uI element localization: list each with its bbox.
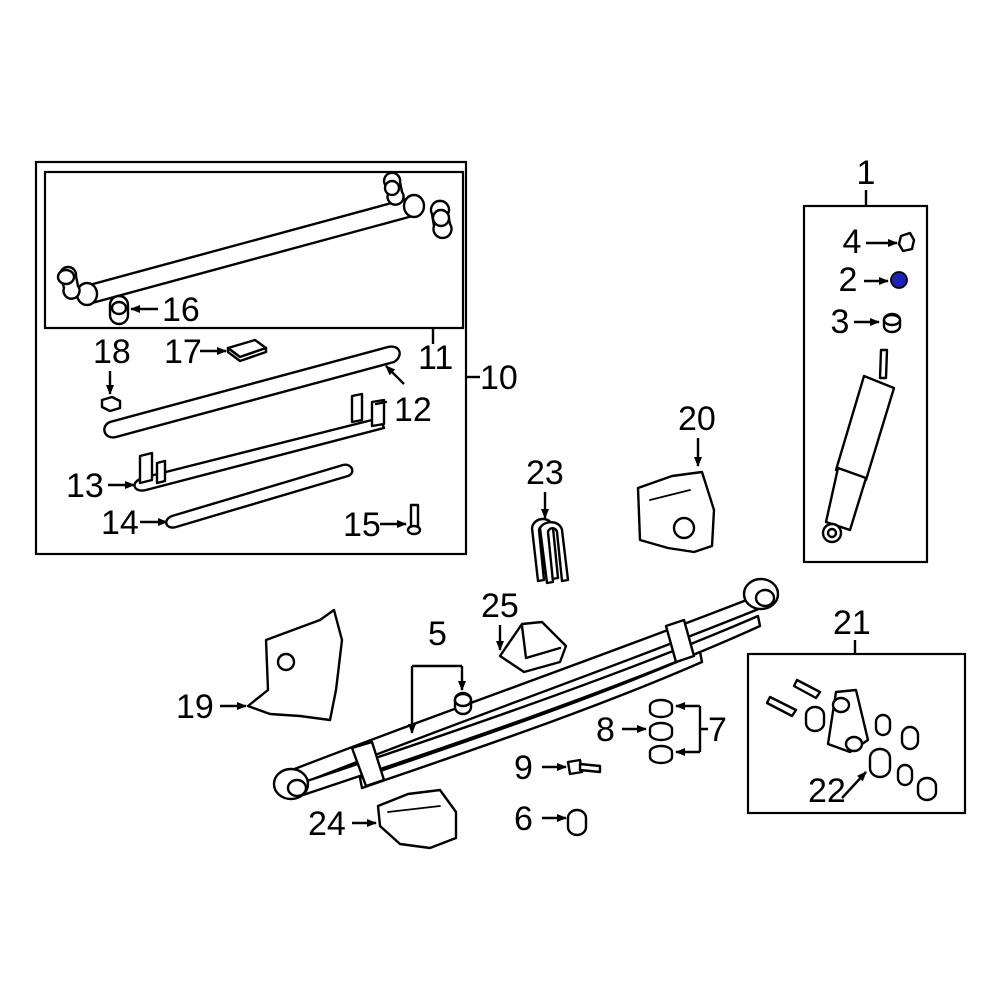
hanger-19 [246,608,344,722]
label-9[interactable]: 9 [514,749,533,787]
label-23[interactable]: 23 [526,454,564,492]
bushing-16 [108,294,130,326]
label-25[interactable]: 25 [481,587,519,625]
label-11[interactable]: 11 [418,339,453,377]
label-8[interactable]: 8 [596,711,615,749]
nut-18 [100,395,122,413]
shackle-kit-frame [746,652,967,815]
bumper-6 [566,808,588,837]
u-bolt-23 [530,517,570,585]
kit-11-frame [43,170,465,330]
pad-17 [226,338,268,363]
label-1[interactable]: 1 [857,154,876,192]
label-17[interactable]: 17 [164,333,202,371]
shock-absorber [821,348,896,544]
arrow-22 [841,771,867,799]
leader-7 [698,706,708,752]
label-18[interactable]: 18 [93,333,131,371]
kit-10-frame [34,160,468,556]
label-15[interactable]: 15 [343,506,381,544]
label-12[interactable]: 12 [394,391,432,429]
seat-24 [376,788,458,850]
bushing-5 [453,691,473,716]
bushing-2 [890,271,908,289]
washers-7-8 [648,698,674,765]
washer-3 [882,312,902,334]
label-3[interactable]: 3 [831,303,850,341]
label-10[interactable]: 10 [480,359,518,397]
tie-bar [56,171,453,307]
spacer-25 [498,620,568,674]
plate-12 [103,345,401,439]
label-22[interactable]: 22 [808,772,846,810]
label-5[interactable]: 5 [428,615,447,653]
nut-4 [897,231,916,253]
label-24[interactable]: 24 [308,805,346,843]
bracket-13 [133,392,388,492]
bolt-9 [566,758,602,776]
label-16[interactable]: 16 [162,291,200,329]
label-2[interactable]: 2 [839,261,858,299]
label-7[interactable]: 7 [708,711,727,749]
arrow-12 [385,365,405,385]
label-19[interactable]: 19 [176,688,214,726]
label-14[interactable]: 14 [101,504,139,542]
label-20[interactable]: 20 [678,400,716,438]
label-21[interactable]: 21 [833,604,871,642]
hanger-20 [636,470,716,554]
bolt-15 [406,503,422,536]
label-13[interactable]: 13 [66,467,104,505]
leaf-spring [272,577,780,801]
label-6[interactable]: 6 [514,800,533,838]
shackle-assembly [765,678,938,802]
label-4[interactable]: 4 [843,223,862,261]
